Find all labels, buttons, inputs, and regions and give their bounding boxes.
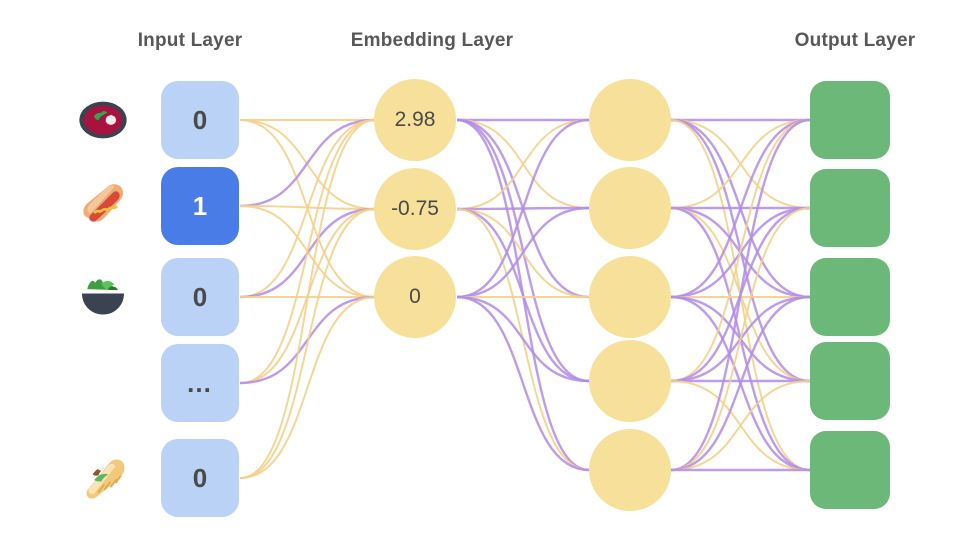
output-node-1[interactable] [810, 169, 890, 247]
input-node-ellipsis[interactable]: … [161, 344, 239, 422]
hidden-node-2[interactable] [589, 256, 671, 338]
hidden-node-1[interactable] [589, 167, 671, 249]
green-salad-icon [75, 269, 131, 325]
hot-dog-icon [75, 178, 131, 234]
output-node-0[interactable] [810, 81, 890, 159]
embedding-layer-title: Embedding Layer [350, 30, 514, 51]
embedding-node-2[interactable]: 0 [374, 256, 456, 338]
hidden-node-0[interactable] [589, 79, 671, 161]
burrito-icon [75, 450, 131, 506]
output-layer-title: Output Layer [794, 30, 916, 51]
input-node-2[interactable]: 0 [161, 258, 239, 336]
output-node-4[interactable] [810, 431, 890, 509]
hidden-node-3[interactable] [589, 340, 671, 422]
soup-bowl-icon [75, 92, 131, 148]
embedding-node-1[interactable]: -0.75 [374, 168, 456, 250]
input-node-1[interactable]: 1 [161, 167, 239, 245]
input-layer-title: Input Layer [137, 30, 243, 51]
embedding-node-0[interactable]: 2.98 [374, 79, 456, 161]
input-node-0[interactable]: 0 [161, 81, 239, 159]
output-node-3[interactable] [810, 342, 890, 420]
output-node-2[interactable] [810, 258, 890, 336]
input-node-4[interactable]: 0 [161, 439, 239, 517]
hidden-node-4[interactable] [589, 429, 671, 511]
